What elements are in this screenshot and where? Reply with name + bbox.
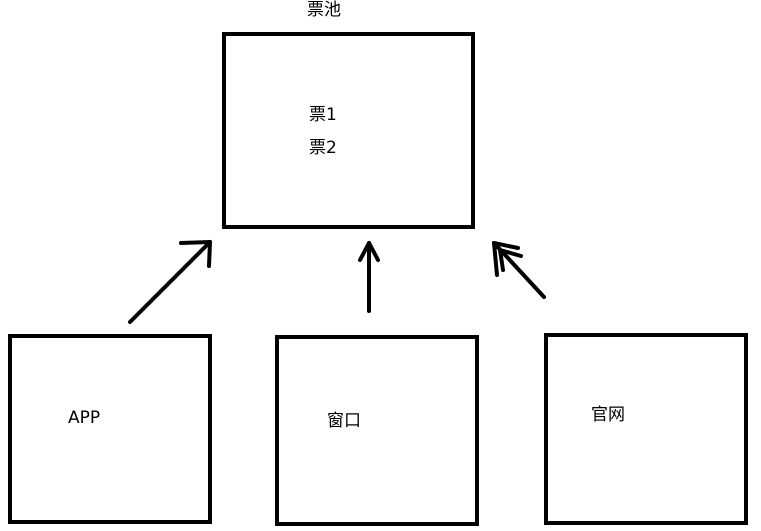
website-to-pool-arrow <box>492 241 546 299</box>
ticket-2-label: 票2 <box>309 138 337 158</box>
app-to-pool-arrow <box>128 240 212 324</box>
app-source-box: APP <box>8 334 212 524</box>
pool-title: 票池 <box>307 0 341 20</box>
website-source-box: 官网 <box>544 333 748 525</box>
website-label: 官网 <box>591 405 625 425</box>
ticket-1-label: 票1 <box>309 105 337 125</box>
app-label: APP <box>68 408 101 428</box>
window-source-box: 窗口 <box>275 335 479 526</box>
window-label: 窗口 <box>327 411 361 431</box>
ticket-pool-box: 票1 票2 <box>222 32 475 229</box>
window-to-pool-arrow <box>358 241 380 313</box>
